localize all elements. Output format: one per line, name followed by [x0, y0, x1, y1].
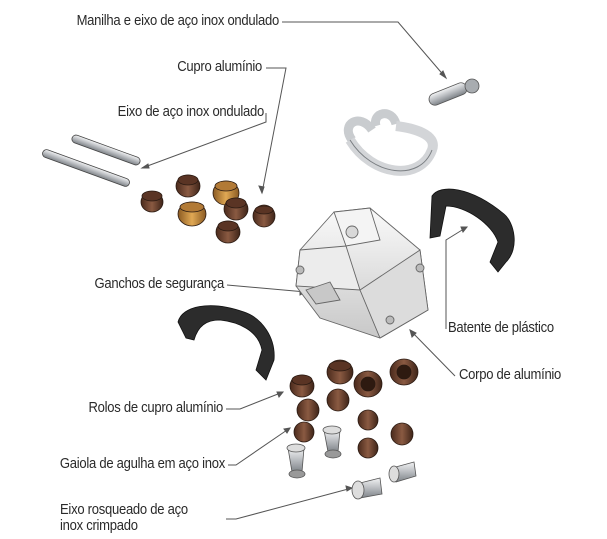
leader-shackle	[282, 21, 447, 79]
rollers	[289, 358, 419, 459]
leader-cage	[228, 427, 291, 466]
aluminium-body	[295, 207, 429, 339]
leader-stopper	[445, 226, 468, 329]
plastic-stopper-left	[177, 305, 275, 381]
leader-body	[409, 329, 456, 377]
label-axle: Eixo de aço inox ondulado	[117, 104, 265, 120]
plastic-stopper-right	[429, 188, 515, 273]
label-cupro: Cupro alumínio	[177, 59, 262, 75]
label-rollers: Rolos de cupro alumínio	[88, 400, 224, 416]
leader-rollers	[226, 391, 284, 410]
leader-hooks	[226, 284, 307, 293]
shackle	[343, 109, 438, 176]
shackle-pin	[428, 78, 480, 106]
label-cage: Gaiola de agulha em aço inox	[59, 456, 226, 472]
leader-cupro	[261, 67, 287, 194]
label-body: Corpo de alumínio	[459, 367, 562, 383]
leader-crimped	[226, 487, 353, 520]
label-crimped-line1: Eixo rosqueado de aço	[60, 502, 188, 518]
leader-axle	[141, 113, 267, 169]
label-crimped-line2: inox crimpado	[60, 518, 138, 534]
crimped-pins	[286, 425, 417, 500]
label-hooks: Ganchos de segurança	[94, 276, 224, 292]
bushings	[140, 174, 276, 244]
label-stopper: Batente de plástico	[448, 320, 554, 336]
long-axles	[42, 134, 141, 187]
label-shackle: Manilha e eixo de aço inox ondulado	[76, 13, 280, 29]
